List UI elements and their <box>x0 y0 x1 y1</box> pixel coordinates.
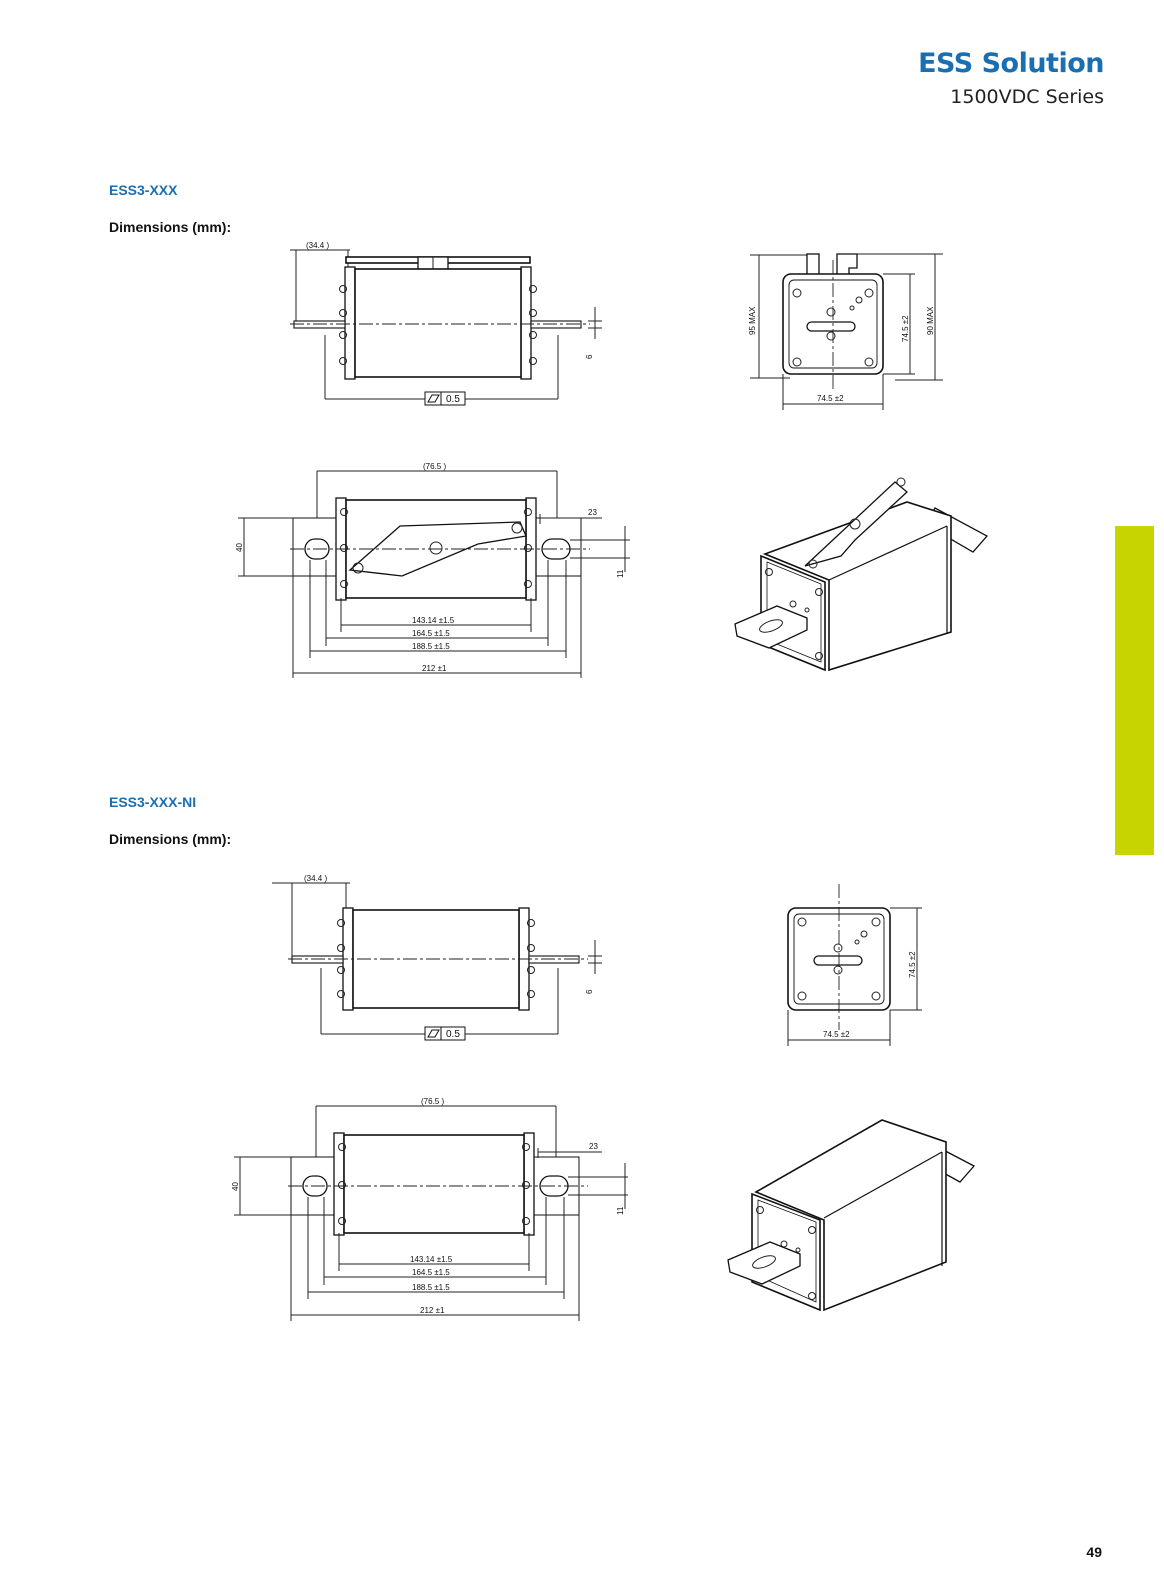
dim-23: 23 <box>589 1142 598 1151</box>
top-view-drawing: (76.5 ) 40 23 11 143.14 ±1.5 164.5 ±1.5 … <box>235 462 630 678</box>
dim-188-5: 188.5 ±1.5 <box>412 1283 450 1292</box>
page-title: ESS Solution <box>918 48 1104 79</box>
dim-90-max: 90 MAX <box>926 306 935 335</box>
dim-164-5: 164.5 ±1.5 <box>412 629 450 638</box>
dim-212: 212 ±1 <box>422 664 447 673</box>
side-view-drawing: (34.4 ) 0.5 6 <box>272 874 602 1041</box>
dim-6: 6 <box>585 354 594 359</box>
dim-74-5-vertical: 74.5 ±2 <box>908 951 917 978</box>
isometric-view-drawing <box>727 1119 976 1312</box>
dim-11: 11 <box>616 569 625 578</box>
dim-143-14: 143.14 ±1.5 <box>410 1255 453 1264</box>
section-side-tab <box>1115 526 1154 855</box>
dim-164-5: 164.5 ±1.5 <box>412 1268 450 1277</box>
flatness-value: 0.5 <box>446 394 460 405</box>
dimensions-label: Dimensions (mm): <box>109 831 232 847</box>
dim-74-5-vertical: 74.5 ±2 <box>901 315 910 342</box>
dim-40: 40 <box>235 543 244 552</box>
dim-76-5: (76.5 ) <box>421 1097 444 1106</box>
dim-95-max: 95 MAX <box>748 306 757 335</box>
dim-143-14: 143.14 ±1.5 <box>412 616 455 625</box>
dim-11: 11 <box>616 1206 625 1215</box>
end-view-drawing: 74.5 ±2 74.5 ±2 <box>787 884 922 1046</box>
dim-23: 23 <box>588 508 597 517</box>
dim-212: 212 ±1 <box>420 1306 445 1315</box>
dim-74-5-horizontal: 74.5 ±2 <box>817 394 844 403</box>
section-title-ess3-xxx-ni: ESS3-XXX-NI <box>109 794 197 810</box>
isometric-view-drawing <box>734 477 989 672</box>
section-title-ess3-xxx: ESS3-XXX <box>109 182 178 198</box>
top-view-drawing: (76.5 ) 40 23 11 143.14 ±1.5 164.5 ±1.5 … <box>231 1097 628 1321</box>
flatness-value: 0.5 <box>446 1029 460 1040</box>
page-subtitle: 1500VDC Series <box>950 86 1104 108</box>
page-number: 49 <box>1086 1544 1102 1560</box>
side-view-drawing: (34.4 ) 0.5 6 <box>290 241 602 406</box>
dim-34-4: (34.4 ) <box>306 241 329 250</box>
dim-188-5: 188.5 ±1.5 <box>412 642 450 651</box>
dim-40: 40 <box>231 1182 240 1191</box>
end-view-drawing: 95 MAX 74.5 ±2 90 MAX 74.5 ±2 <box>748 253 943 410</box>
dim-74-5-horizontal: 74.5 ±2 <box>823 1030 850 1039</box>
dim-34-4: (34.4 ) <box>304 874 327 883</box>
dim-6: 6 <box>585 989 594 994</box>
dim-76-5: (76.5 ) <box>423 462 446 471</box>
dimensions-label: Dimensions (mm): <box>109 219 232 235</box>
